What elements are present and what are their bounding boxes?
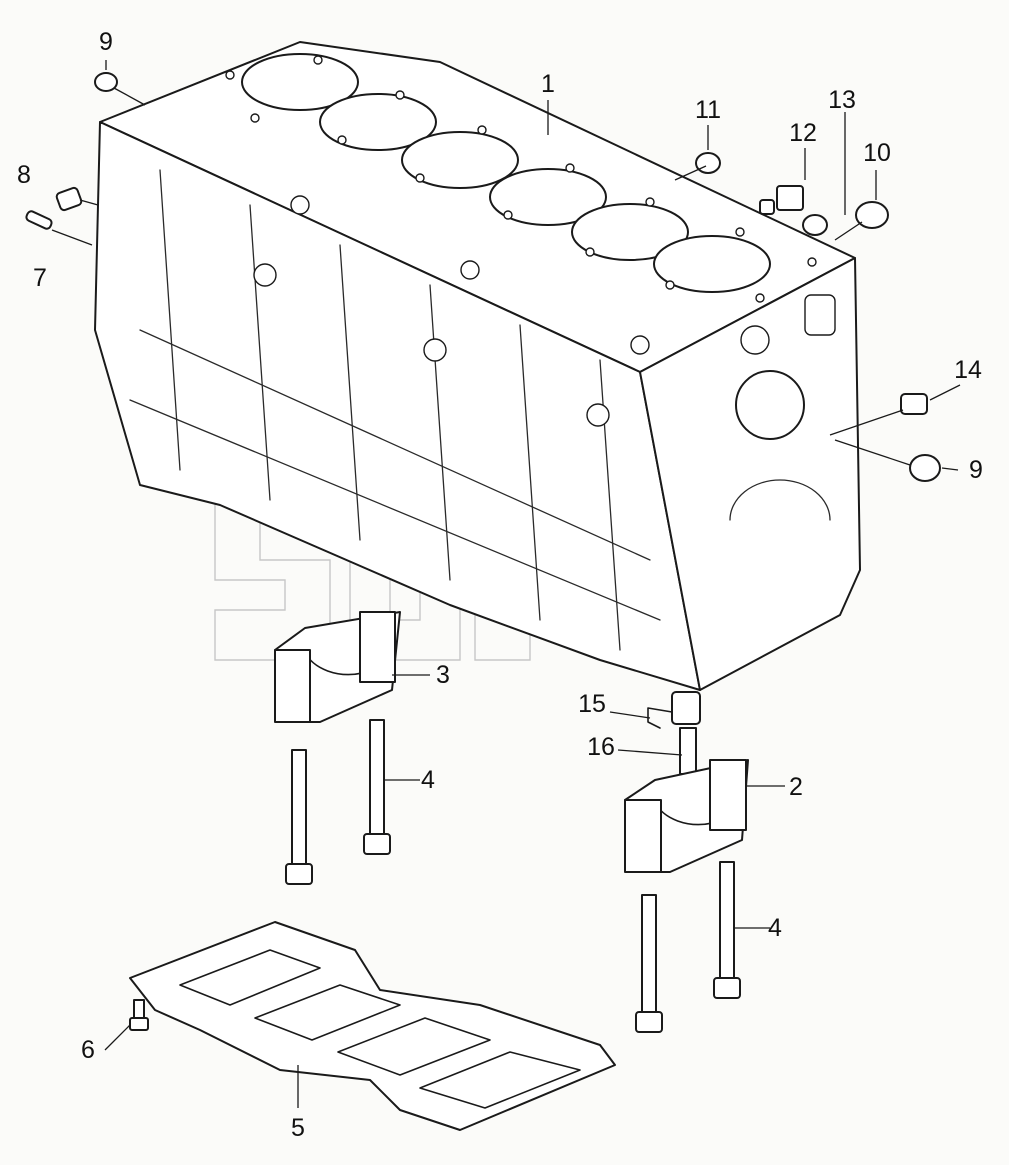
callout-13: 13 [828, 86, 856, 114]
plug-11 [695, 152, 721, 174]
callout-10: 10 [863, 139, 891, 167]
callout-7: 7 [33, 264, 47, 292]
callout-5: 5 [291, 1114, 305, 1142]
cap-bolts-right [635, 861, 741, 1033]
callout-9-top: 9 [99, 28, 113, 56]
gasket-plate-5 [129, 921, 616, 1131]
callout-12: 12 [789, 119, 817, 147]
callout-4-left: 4 [421, 766, 435, 794]
callouts: 9 8 7 1 11 12 13 10 14 9 3 4 15 16 2 4 6… [17, 28, 983, 1142]
callout-4-right: 4 [768, 914, 782, 942]
bearing-cap-3 [274, 611, 401, 723]
plug-10 [855, 201, 889, 229]
plug-9-top [94, 72, 118, 92]
callout-14: 14 [954, 356, 982, 384]
callout-3: 3 [436, 661, 450, 689]
plug-13 [802, 214, 828, 236]
plug-8 [55, 186, 83, 212]
cylinder-block [94, 41, 861, 691]
leader-lines [51, 60, 961, 1108]
callout-1: 1 [541, 70, 555, 98]
oil-jet-15 [647, 691, 701, 729]
callout-11: 11 [695, 96, 721, 124]
screw-6 [129, 999, 149, 1031]
bearing-cap-2 [624, 759, 749, 873]
fitting-12 [759, 185, 804, 215]
plug-14 [900, 393, 928, 415]
cap-bolts-left [285, 719, 391, 885]
callout-8: 8 [17, 161, 31, 189]
dowel-pin-7 [25, 210, 53, 230]
callout-9-side: 9 [969, 456, 983, 484]
callout-6: 6 [81, 1036, 95, 1064]
callout-2: 2 [789, 773, 803, 801]
plug-9-side [909, 454, 941, 482]
jet-bolt-16 [679, 727, 697, 775]
callout-15: 15 [578, 690, 606, 718]
callout-16: 16 [587, 733, 615, 761]
